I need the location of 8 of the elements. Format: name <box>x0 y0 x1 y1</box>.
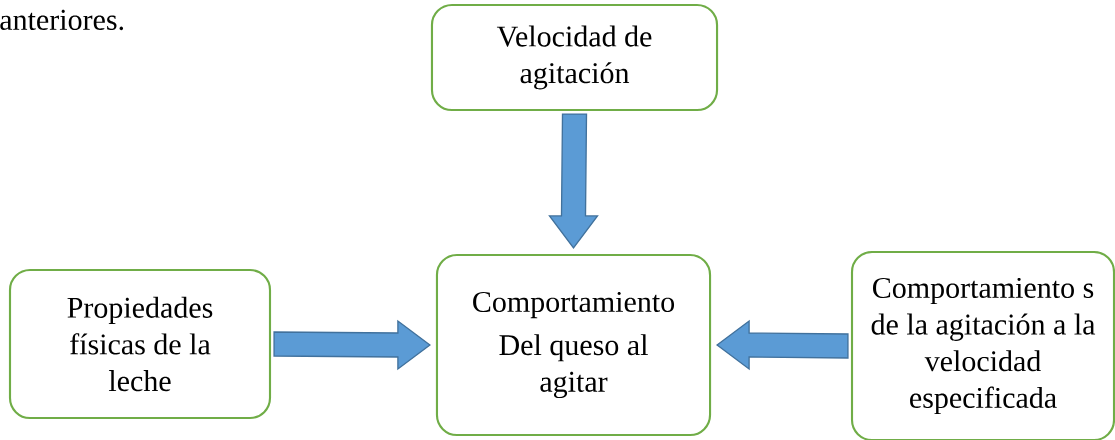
block-arrow <box>548 113 599 250</box>
block-arrow <box>273 319 431 371</box>
block-arrow <box>716 319 849 371</box>
process-box: Propiedades físicas de la leche <box>8 268 272 420</box>
process-box: Velocidad de agitación <box>430 3 719 112</box>
process-box: Comportamiento Del queso al agitar <box>435 253 712 437</box>
process-box: Comportamiento s de la agitación a la velocidad especificada <box>850 250 1115 440</box>
body-text: anteriores. <box>0 9 124 31</box>
